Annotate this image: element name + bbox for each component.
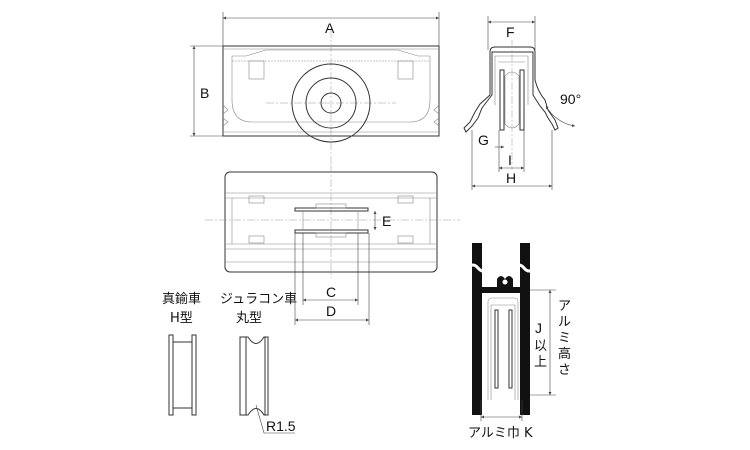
label-d: D xyxy=(326,303,336,319)
label-j-suffix-1: 以 xyxy=(534,339,547,354)
label-h: H xyxy=(506,170,516,186)
label-j-suffix-2: 上 xyxy=(534,355,547,370)
angle-arc xyxy=(545,105,576,128)
height-label-3: ミ xyxy=(558,331,571,346)
label-e: E xyxy=(382,213,391,229)
wheel-type-brass: 真鍮車 H型 xyxy=(162,291,201,416)
wheel xyxy=(291,63,371,143)
h-type-label: H型 xyxy=(170,311,193,326)
bracket xyxy=(463,46,559,133)
front-view: A B xyxy=(190,12,440,165)
brass-wheel-label: 真鍮車 xyxy=(162,291,201,307)
label-j: J xyxy=(535,320,542,336)
label-b: B xyxy=(200,85,209,101)
label-a: A xyxy=(325,20,335,36)
height-label-1: ア xyxy=(558,299,571,314)
wheel-type-duracon: ジュラコン車 丸型 R1.5 xyxy=(220,292,297,434)
side-view: F 90° G I H xyxy=(463,16,581,190)
duracon-wheel-label: ジュラコン車 xyxy=(220,292,297,307)
bottom-view: E C D xyxy=(205,165,460,325)
label-g: G xyxy=(478,132,489,148)
radius-label: R1.5 xyxy=(266,418,296,434)
width-label: アルミ巾 K xyxy=(468,426,533,441)
label-angle: 90° xyxy=(560,91,581,107)
round-type-label: 丸型 xyxy=(236,311,262,326)
height-label-5: さ xyxy=(558,363,571,378)
rail-section-view: J 以 上 ア ル ミ 高 さ アルミ巾 K xyxy=(466,243,571,441)
label-f: F xyxy=(506,24,515,40)
height-label-4: 高 xyxy=(558,346,571,362)
label-c: C xyxy=(326,284,336,300)
height-label-2: ル xyxy=(558,315,571,330)
label-i: I xyxy=(508,152,512,168)
